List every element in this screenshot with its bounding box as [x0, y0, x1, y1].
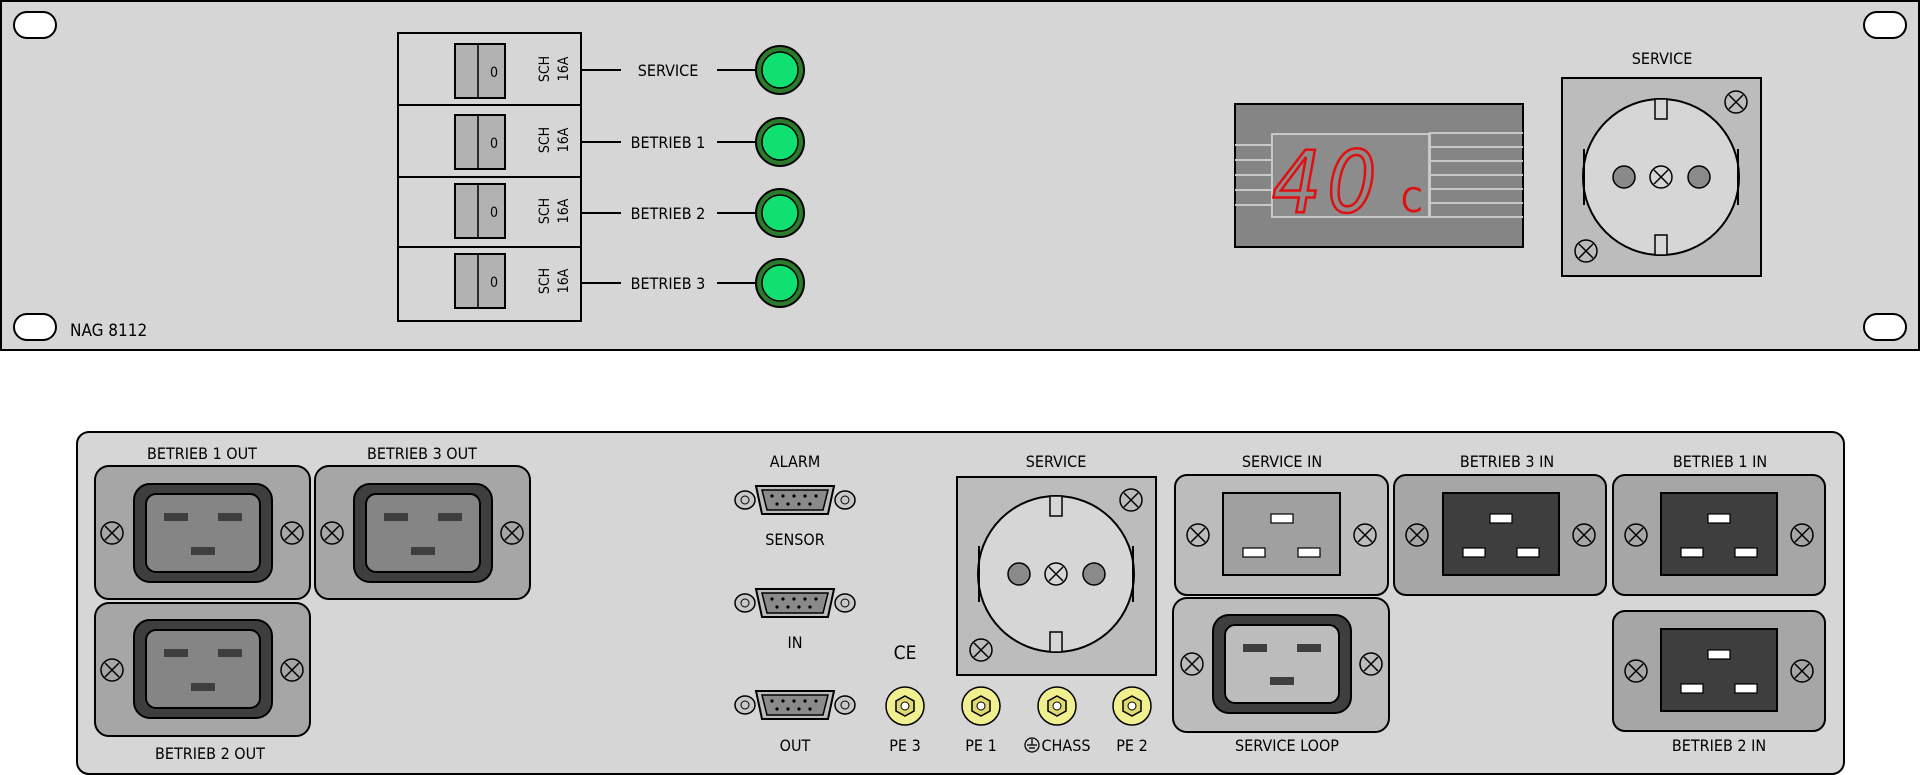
breaker-type: SCH	[537, 56, 553, 82]
breaker-switch[interactable]	[454, 43, 506, 99]
label-betrieb-3-in: BETRIEB 3 IN	[1460, 452, 1554, 471]
breaker-switch[interactable]	[454, 253, 506, 309]
breaker-label-betrieb-3: BETRIEB 3	[631, 274, 706, 293]
display-value: 40	[1272, 133, 1382, 233]
breaker-betrieb-1[interactable]: 0 SCH 16A	[398, 114, 581, 178]
label-pe-1: PE 1	[965, 736, 997, 755]
label-service-loop: SERVICE LOOP	[1235, 736, 1339, 755]
display-unit: C	[1401, 181, 1422, 221]
breaker-label-service: SERVICE	[638, 61, 699, 80]
service-loop[interactable]: SERVICE LOOP	[1172, 597, 1390, 755]
temperature-display: 40 C	[1234, 103, 1524, 248]
breaker-label-betrieb-2: BETRIEB 2	[631, 204, 706, 223]
dsub-alarm-sensor[interactable]: ALARM SENSOR	[734, 452, 856, 549]
service-in[interactable]: SERVICE IN	[1174, 452, 1389, 596]
breaker-service[interactable]: 0 SCH 16A	[398, 43, 581, 106]
breaker-rating: 16A	[556, 127, 572, 152]
breaker-betrieb-2[interactable]: 0 SCH 16A	[398, 183, 581, 248]
label-betrieb-2-in: BETRIEB 2 IN	[1672, 736, 1766, 755]
betrieb-3-in[interactable]: BETRIEB 3 IN	[1393, 452, 1607, 596]
breaker-rating: 16A	[556, 56, 572, 81]
betrieb-2-in[interactable]: BETRIEB 2 IN	[1612, 610, 1826, 755]
rack-hole-top-left	[13, 11, 57, 39]
breaker-switch[interactable]	[454, 114, 506, 170]
betrieb-1-in[interactable]: BETRIEB 1 IN	[1612, 452, 1826, 596]
front-service-socket: SERVICE	[1561, 49, 1762, 277]
switch-mark: 0	[490, 275, 498, 291]
terminal-pe-2[interactable]: PE 2	[1112, 686, 1152, 755]
model-label: NAG 8112	[70, 321, 147, 341]
breaker-type: SCH	[537, 198, 553, 224]
label-pe-2: PE 2	[1116, 736, 1148, 755]
betrieb-2-out[interactable]: BETRIEB 2 OUT	[94, 602, 311, 763]
label-betrieb-1-in: BETRIEB 1 IN	[1673, 452, 1767, 471]
dsub-in[interactable]: IN	[734, 588, 856, 652]
label-sensor: SENSOR	[765, 530, 824, 549]
terminal-pe-1[interactable]: PE 1	[961, 686, 1001, 755]
front-service-label: SERVICE	[1632, 49, 1693, 68]
label-service-in: SERVICE IN	[1242, 452, 1322, 471]
betrieb-3-out[interactable]: BETRIEB 3 OUT	[314, 444, 531, 600]
socket-pin	[1612, 165, 1636, 189]
breaker-block: 0 SCH 16A 0 SCH 16A 0 SCH 16A	[397, 32, 582, 322]
breaker-switch[interactable]	[454, 183, 506, 239]
ground-icon	[1024, 737, 1040, 753]
breaker-labels: SERVICE BETRIEB 1 BETRIEB 2 BETRIEB 3	[581, 61, 757, 293]
rear-panel: BETRIEB 1 OUT BETRIEB 3 OUT	[76, 431, 1845, 775]
switch-mark: 0	[490, 136, 498, 152]
label-pe-3: PE 3	[889, 736, 921, 755]
label-rear-service: SERVICE	[1026, 452, 1087, 471]
status-leds	[755, 45, 805, 308]
breaker-type: SCH	[537, 268, 553, 294]
terminal-chassis[interactable]: CHASS	[1024, 686, 1091, 755]
rack-hole-top-right	[1863, 11, 1907, 39]
dsub-out[interactable]: OUT	[734, 690, 856, 755]
ce-mark: CE	[894, 642, 917, 664]
label-out: OUT	[780, 736, 811, 755]
betrieb-1-out[interactable]: BETRIEB 1 OUT	[94, 444, 311, 600]
terminal-pe-3[interactable]: PE 3	[885, 686, 925, 755]
switch-mark: 0	[490, 205, 498, 221]
breaker-betrieb-3[interactable]: 0 SCH 16A	[454, 253, 572, 309]
breaker-rating: 16A	[556, 268, 572, 293]
breaker-type: SCH	[537, 127, 553, 153]
label-betrieb-3-out: BETRIEB 3 OUT	[367, 444, 477, 463]
breaker-rating: 16A	[556, 198, 572, 223]
rear-service-socket[interactable]: SERVICE	[956, 452, 1157, 676]
label-betrieb-2-out: BETRIEB 2 OUT	[155, 744, 265, 763]
rack-hole-bottom-left	[13, 313, 57, 341]
breaker-label-betrieb-1: BETRIEB 1	[631, 133, 706, 152]
label-alarm: ALARM	[770, 452, 821, 471]
rack-hole-bottom-right	[1863, 313, 1907, 341]
label-betrieb-1-out: BETRIEB 1 OUT	[147, 444, 257, 463]
label-chass: CHASS	[1041, 736, 1090, 755]
socket-pin	[1687, 165, 1711, 189]
switch-mark: 0	[490, 65, 498, 81]
label-in: IN	[787, 633, 802, 652]
front-panel: NAG 8112 0 SCH 16A 0 SCH 16A	[0, 0, 1920, 351]
